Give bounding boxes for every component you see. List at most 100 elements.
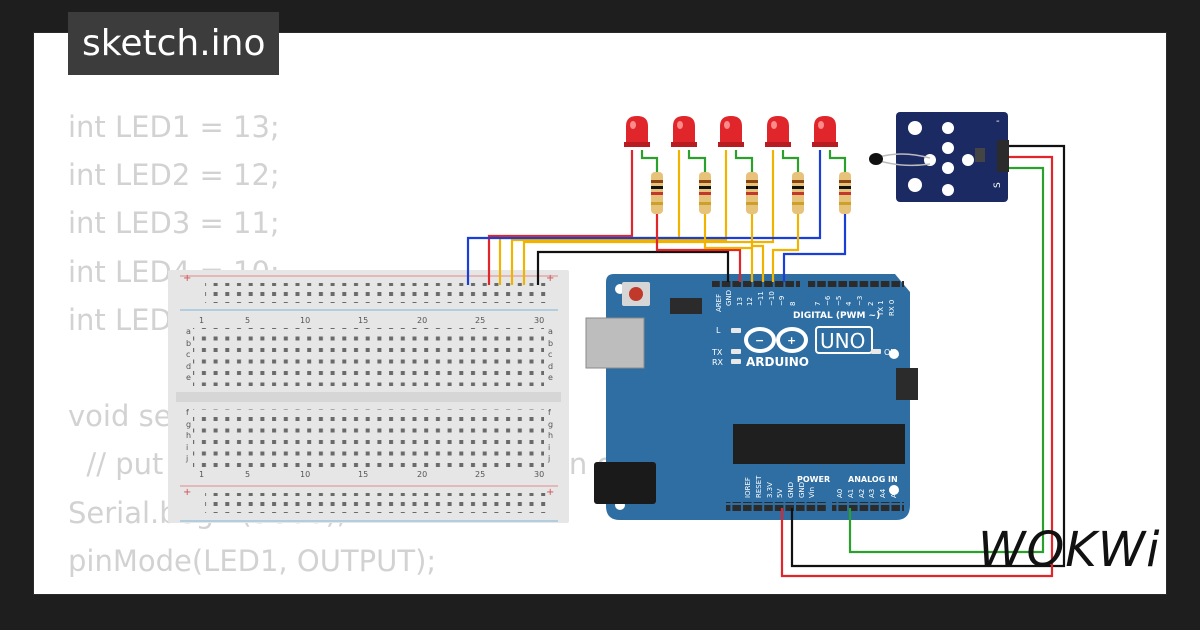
- column-number: 25: [475, 316, 485, 325]
- power-label: POWER: [797, 475, 830, 484]
- plus-label: +: [546, 487, 554, 498]
- atmega-chip: [733, 424, 905, 464]
- pin-label: 8: [789, 302, 797, 306]
- pin-label: A0: [836, 489, 844, 498]
- row-letter: f: [548, 408, 551, 417]
- plus-label: +: [183, 487, 191, 498]
- plus-label: +: [183, 273, 191, 284]
- column-number: 15: [358, 316, 368, 325]
- pin-label: 12: [746, 297, 754, 306]
- pin-label: AREF: [715, 294, 723, 312]
- svg-text:+: +: [787, 334, 796, 347]
- pin-label: TX 1: [877, 300, 885, 317]
- sensor-pin-label: S: [993, 182, 1003, 188]
- pin-label: 2: [867, 302, 875, 306]
- icsp-header: [670, 298, 702, 314]
- pin-label: 7: [814, 302, 822, 306]
- row-letter: a: [186, 327, 191, 336]
- column-number: 30: [534, 316, 544, 325]
- led-label: ON: [884, 348, 896, 357]
- digital-header-low[interactable]: [808, 281, 904, 289]
- file-tab[interactable]: sketch.ino: [68, 12, 280, 75]
- digital-header-high[interactable]: [712, 281, 800, 289]
- column-number: 25: [475, 470, 485, 479]
- wokwi-logo: WOKWi: [978, 522, 1161, 578]
- led-label: L: [716, 326, 721, 335]
- brand-label: ARDUINO: [746, 355, 809, 369]
- row-letter: c: [186, 350, 190, 359]
- row-letter: g: [548, 420, 553, 429]
- row-letter: d: [548, 362, 553, 371]
- arduino-uno[interactable]: AREF GND 13 12 ~11 ~10 ~9 8 7 ~6 ~5 4 ~3…: [585, 274, 918, 520]
- power-jack: [594, 462, 656, 504]
- column-number: 5: [245, 316, 250, 325]
- code-line: int LED1 = 13;: [68, 110, 280, 144]
- row-letter: e: [548, 373, 553, 382]
- temperature-sensor-module[interactable]: - S: [869, 112, 1009, 202]
- analog-label: ANALOG IN: [848, 475, 898, 484]
- leds[interactable]: [624, 116, 838, 147]
- code-line: int LED2 = 12;: [68, 158, 280, 193]
- row-letter: d: [186, 362, 191, 371]
- column-number: 5: [245, 470, 250, 479]
- led-label: RX: [712, 358, 724, 367]
- resistors: [651, 172, 851, 214]
- pin-label: ~9: [778, 296, 786, 306]
- pin-label: ~10: [768, 291, 776, 306]
- column-number: 10: [300, 470, 310, 479]
- row-letter: b: [548, 339, 553, 348]
- pin-label: ~6: [824, 295, 832, 306]
- terminal-strip-bottom[interactable]: [193, 409, 544, 467]
- pin-label: A4: [879, 488, 887, 498]
- pin-label: A1: [847, 489, 855, 498]
- pin-label: ~11: [757, 291, 765, 306]
- led-label: TX: [711, 348, 723, 357]
- reset-button[interactable]: [629, 287, 643, 301]
- row-letter: h: [186, 431, 191, 440]
- code-line: pinMode(LED1, OUTPUT);: [68, 543, 437, 578]
- pin-label: 3.3V: [766, 482, 774, 498]
- pin-label: GND: [725, 290, 733, 306]
- column-number: 15: [358, 470, 368, 479]
- sensor-pin-label: -: [996, 116, 1000, 127]
- svg-text:−: −: [755, 334, 764, 347]
- row-letter: c: [548, 350, 552, 359]
- model-label: UNO: [820, 329, 865, 353]
- icsp-header-2: [896, 368, 918, 400]
- arduino-logo: [744, 327, 808, 353]
- pin-label: Vin: [808, 487, 816, 498]
- pin-label: ~5: [835, 296, 843, 306]
- digital-label: DIGITAL (PWM ~): [793, 311, 880, 321]
- thermistor-icon: [869, 153, 883, 165]
- row-letter: g: [186, 420, 191, 429]
- row-letter: i: [548, 443, 550, 452]
- pin-label: A3: [868, 489, 876, 498]
- column-number: 1: [199, 316, 204, 325]
- pin-label: A2: [858, 489, 866, 498]
- row-letter: e: [186, 373, 191, 382]
- wires: [466, 144, 1066, 578]
- power-header[interactable]: [726, 502, 826, 512]
- analog-header[interactable]: [832, 502, 904, 512]
- terminal-strip-top[interactable]: [193, 328, 544, 386]
- pin-label: A5: [890, 489, 898, 498]
- row-letter: b: [186, 339, 191, 348]
- pin-label: IOREF: [744, 477, 752, 498]
- row-letter: j: [547, 454, 550, 463]
- row-letter: j: [185, 454, 188, 463]
- row-letter: h: [548, 431, 553, 440]
- breadboard: + + + + 1 5 10 15 20 25 30 1 5 10 15 20 …: [168, 270, 569, 523]
- plus-label: +: [546, 273, 554, 284]
- row-letter: a: [548, 327, 553, 336]
- pin-label: RX 0: [888, 300, 896, 316]
- pin-label: RESET: [755, 475, 763, 498]
- pin-label: 4: [845, 301, 853, 306]
- pin-label: ~3: [856, 296, 864, 306]
- row-letter: f: [186, 408, 189, 417]
- pin-label: GND: [798, 482, 806, 498]
- power-rail-top[interactable]: [205, 283, 550, 303]
- pin-label: GND: [787, 482, 795, 498]
- column-number: 20: [417, 316, 427, 325]
- power-rail-bottom[interactable]: [205, 493, 550, 513]
